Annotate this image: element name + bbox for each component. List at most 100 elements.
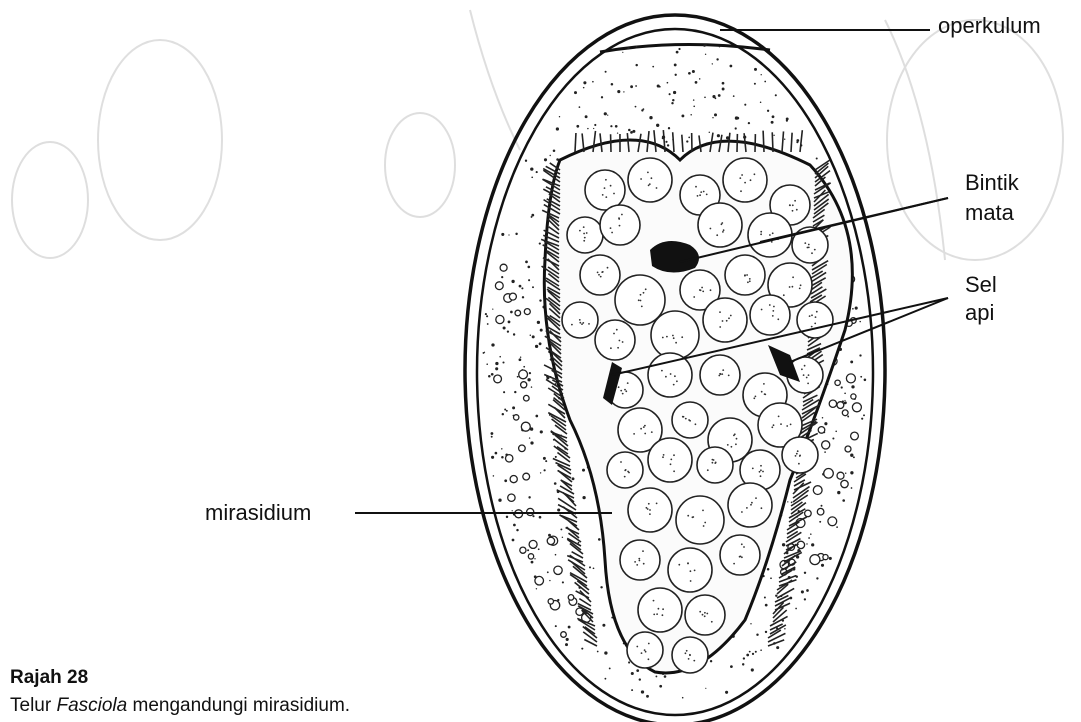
- germ-cell-granule: [797, 450, 799, 452]
- yolk-granule: [520, 356, 521, 357]
- germ-cell-granule: [648, 503, 650, 505]
- cilium: [558, 471, 572, 482]
- yolk-granule: [574, 91, 577, 94]
- germ-cell-granule: [761, 507, 763, 509]
- yolk-granule: [628, 661, 630, 663]
- germ-cell-granule: [636, 564, 638, 566]
- yolk-granule: [521, 287, 523, 289]
- germ-cell-granule: [666, 336, 668, 338]
- yolk-granule: [851, 385, 854, 388]
- yolk-granule: [549, 580, 550, 581]
- germ-cell-granule: [643, 563, 645, 565]
- germ-cell-granule: [723, 229, 725, 231]
- yolk-granule: [668, 127, 670, 129]
- yolk-granule: [531, 216, 533, 218]
- yolk-granule: [598, 538, 601, 541]
- germ-cell-granule: [579, 230, 581, 232]
- yolk-granule: [675, 74, 677, 76]
- yolk-granule: [582, 496, 585, 499]
- background-ghost-drawings: [12, 10, 1063, 260]
- yolk-granule: [844, 401, 847, 404]
- yolk-granule: [537, 321, 540, 324]
- yolk-granule: [635, 64, 637, 66]
- yolk-granule: [695, 81, 698, 84]
- yolk-granule: [688, 137, 690, 139]
- yolk-granule: [566, 638, 569, 641]
- yolk-granule: [821, 564, 824, 567]
- germ-cell: [595, 320, 635, 360]
- germ-cell-granule: [663, 454, 665, 456]
- yolk-granule: [525, 261, 528, 264]
- germ-cell-granule: [702, 510, 704, 512]
- yolk-vesicle: [524, 309, 530, 315]
- yolk-vesicle: [837, 472, 844, 479]
- yolk-granule: [796, 139, 799, 142]
- yolk-granule: [579, 106, 581, 108]
- germ-cell-granule: [772, 232, 774, 234]
- cilium: [673, 132, 674, 152]
- yolk-granule: [491, 436, 493, 438]
- yolk-vesicle: [554, 566, 562, 574]
- germ-cell-granule: [670, 459, 672, 461]
- germ-cell-granule: [638, 299, 640, 301]
- germ-cell-granule: [695, 423, 697, 425]
- germ-cell-granule: [755, 497, 757, 499]
- germ-cell-granule: [780, 423, 782, 425]
- germ-cell-granule: [792, 210, 794, 212]
- label-sel: Sel: [965, 272, 997, 298]
- germ-cell-granule: [673, 454, 675, 456]
- yolk-granule: [512, 539, 515, 542]
- germ-cell-granule: [704, 522, 706, 524]
- germ-cell-granule: [722, 320, 724, 322]
- yolk-granule: [754, 83, 756, 85]
- germ-cell-granule: [649, 509, 651, 511]
- germ-cell-granule: [803, 374, 805, 376]
- germ-cell-granule: [648, 658, 650, 660]
- yolk-granule: [593, 128, 594, 129]
- germ-cell-granule: [702, 291, 704, 293]
- germ-cell-granule: [634, 561, 636, 563]
- yolk-granule: [851, 487, 853, 489]
- yolk-granule: [493, 475, 495, 477]
- yolk-granule: [597, 651, 599, 653]
- germ-cell-granule: [795, 455, 797, 457]
- germ-cell-granule: [704, 615, 706, 617]
- caption-text-italic: Fasciola: [56, 695, 127, 716]
- germ-cell-granule: [675, 342, 677, 344]
- germ-cell-granule: [604, 187, 606, 189]
- yolk-vesicle: [521, 422, 530, 431]
- germ-cell-granule: [645, 288, 647, 290]
- germ-cell-granule: [715, 462, 717, 464]
- germ-cell-granule: [712, 459, 714, 461]
- germ-cell-granule: [583, 226, 585, 228]
- yolk-granule: [604, 112, 607, 115]
- yolk-granule: [657, 84, 660, 87]
- yolk-vesicle: [514, 415, 519, 420]
- yolk-granule: [806, 589, 809, 592]
- germ-cell-granule: [622, 341, 624, 343]
- yolk-granule: [523, 366, 525, 368]
- germ-cell-granule: [811, 326, 813, 328]
- yolk-granule: [850, 360, 853, 363]
- germ-cell-granule: [640, 428, 642, 430]
- yolk-granule: [751, 668, 754, 671]
- germ-cell-granule: [647, 172, 649, 174]
- yolk-granule: [855, 307, 858, 310]
- yolk-granule: [585, 115, 588, 118]
- germ-cell-granule: [610, 185, 612, 187]
- yolk-granule: [630, 85, 633, 88]
- yolk-granule: [527, 378, 530, 381]
- yolk-granule: [824, 451, 826, 453]
- yolk-granule: [842, 499, 845, 502]
- germ-cell-granule: [804, 242, 806, 244]
- germ-cell-granule: [807, 247, 809, 249]
- yolk-vesicle: [519, 445, 526, 452]
- yolk-granule: [748, 122, 750, 124]
- yolk-granule: [617, 132, 618, 133]
- germ-cell-granule: [760, 475, 762, 477]
- yolk-granule: [719, 46, 720, 47]
- germ-cell-granule: [789, 286, 791, 288]
- yolk-granule: [519, 285, 522, 288]
- yolk-granule: [752, 653, 754, 655]
- germ-cell-granule: [753, 397, 755, 399]
